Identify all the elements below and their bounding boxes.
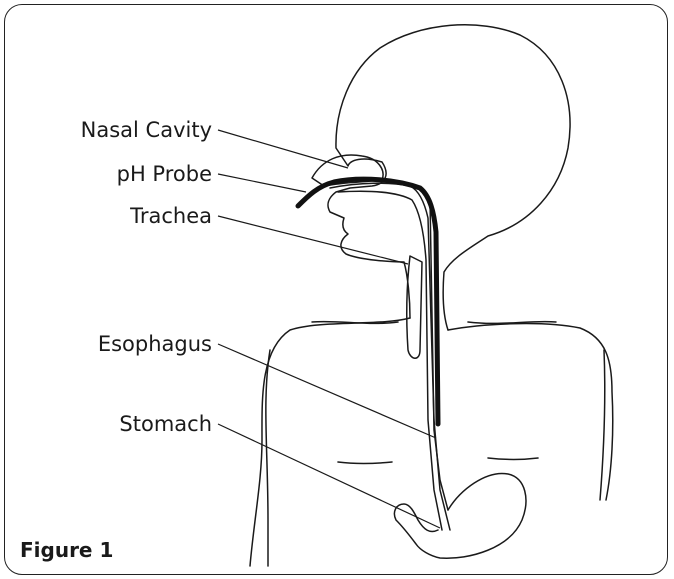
torso-outline bbox=[250, 318, 410, 566]
leader-trachea bbox=[218, 216, 408, 264]
label-ph-probe: pH Probe bbox=[117, 162, 212, 186]
airway-inner bbox=[338, 191, 442, 530]
right-arm bbox=[600, 350, 605, 500]
left-arm bbox=[266, 350, 270, 566]
figure-caption: Figure 1 bbox=[20, 538, 113, 562]
leader-ph-probe bbox=[218, 174, 306, 192]
leader-nasal-cavity bbox=[218, 130, 348, 168]
torso-outline-right bbox=[448, 324, 613, 500]
leader-esophagus bbox=[218, 344, 436, 438]
leader-stomach bbox=[218, 424, 440, 528]
label-trachea: Trachea bbox=[129, 204, 212, 228]
trachea bbox=[407, 256, 422, 358]
chest-right bbox=[488, 458, 538, 460]
chest-left bbox=[338, 462, 392, 464]
label-nasal-cavity: Nasal Cavity bbox=[81, 118, 212, 142]
label-stomach: Stomach bbox=[119, 412, 212, 436]
label-esophagus: Esophagus bbox=[98, 332, 212, 356]
